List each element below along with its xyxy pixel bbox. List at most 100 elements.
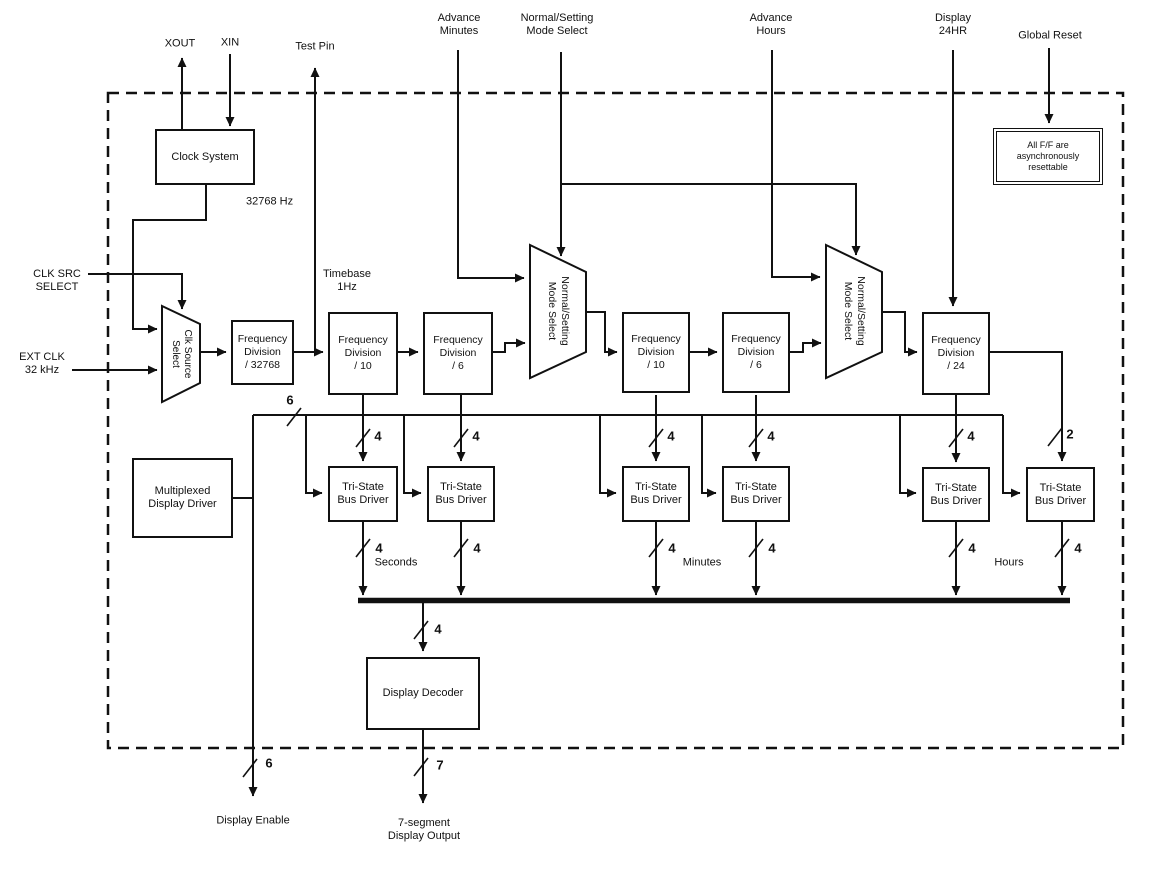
pin-global-reset: Global Reset	[1018, 29, 1082, 42]
tristate-line1: Tri-State	[342, 481, 384, 493]
signal-xtal-freq: 32768 Hz	[246, 195, 294, 208]
wire-en-ts5	[899, 415, 917, 498]
freq-div-line1: Frequency	[931, 334, 981, 346]
tristate-line2: Bus Driver	[435, 494, 487, 506]
wire-fd6s-to-mux1	[492, 338, 526, 353]
note-line3: resettable	[1028, 162, 1068, 172]
tristate-line1: Tri-State	[935, 481, 977, 494]
clk-source-mux-shape	[161, 304, 201, 404]
buswidth-4: 4	[374, 428, 382, 444]
buswidth-4: 4	[375, 540, 383, 556]
wire-xtal-clock	[132, 185, 207, 334]
divisor-32768: / 32768	[244, 359, 281, 371]
wire-mux2-to-fd24	[882, 311, 918, 357]
freq-div-line2: Division	[439, 347, 477, 359]
wire-mux1-to-fd10m	[586, 311, 618, 357]
clock-system-label: Clock System	[171, 150, 239, 163]
tristate-line2: Bus Driver	[1034, 494, 1087, 507]
wire-advance-minutes	[457, 50, 525, 283]
freq-div-line1: Frequency	[731, 333, 781, 345]
pin-xout: XOUT	[164, 37, 196, 50]
freq-div-line2: Division	[737, 346, 775, 358]
divisor-10: / 10	[354, 360, 372, 372]
mode-mux-line1: Normal/Setting	[855, 276, 867, 346]
wire-advance-hours	[771, 50, 821, 282]
divisor-10: / 10	[647, 359, 665, 371]
wires	[72, 48, 1067, 804]
tristate-line2: Bus Driver	[337, 494, 389, 506]
tristate-line2: Bus Driver	[730, 494, 782, 506]
hours-mode-mux-label: Normal/Setting Mode Select	[841, 276, 867, 345]
buswidth-4: 4	[667, 428, 675, 444]
wire-clk-src-select	[88, 273, 187, 310]
minutes-mode-mux-label: Normal/Setting Mode Select	[545, 276, 571, 345]
freq-div-6-seconds-block: Frequency Division / 6	[423, 312, 493, 395]
signal-hours: Hours	[994, 556, 1024, 569]
freq-div-line1: Frequency	[433, 334, 483, 346]
buswidth-4: 4	[768, 540, 776, 556]
tristate-driver-2: Tri-State Bus Driver	[427, 466, 495, 522]
tristate-driver-5: Tri-State Bus Driver	[922, 467, 990, 522]
mdd-line1: Multiplexed	[154, 485, 211, 497]
display-decoder-label: Display Decoder	[382, 687, 464, 699]
wire-en-ts4	[701, 415, 717, 498]
freq-div-24-hours-block: Frequency Division / 24	[922, 312, 990, 395]
divisor-6: / 6	[452, 360, 464, 372]
wire-en-ts1	[305, 415, 323, 498]
tristate-driver-6: Tri-State Bus Driver	[1026, 467, 1095, 522]
bus-width-slashes	[242, 407, 1070, 778]
mode-mux-line2: Mode Select	[842, 281, 854, 341]
mode-mux-line1: Normal/Setting	[559, 276, 571, 346]
freq-div-line1: Frequency	[237, 333, 288, 345]
wire-en-ts6	[1002, 415, 1021, 498]
multiplexed-display-driver-block: Multiplexed Display Driver	[132, 458, 233, 538]
wire-en-ts2	[403, 415, 422, 498]
signal-seconds: Seconds	[374, 556, 418, 569]
chip-boundary	[106, 91, 1125, 750]
mux-shapes	[161, 243, 883, 404]
buswidth-display-enable: 6	[265, 755, 273, 771]
divisor-24: / 24	[947, 360, 965, 372]
tristate-driver-4: Tri-State Bus Driver	[722, 466, 790, 522]
tristate-line1: Tri-State	[1039, 481, 1082, 494]
note-line2: asynchronously	[1016, 151, 1080, 161]
divisor-6: / 6	[750, 359, 762, 371]
mode-mux-line2: Mode Select	[546, 281, 558, 341]
tristate-line2: Bus Driver	[930, 494, 982, 507]
tristate-driver-3: Tri-State Bus Driver	[622, 466, 690, 522]
wire-fd6m-to-mux2	[790, 338, 822, 353]
minutes-mode-mux-shape	[529, 243, 587, 380]
tristate-line2: Bus Driver	[630, 494, 682, 506]
buswidth-2: 2	[1066, 426, 1074, 442]
freq-div-line2: Division	[637, 346, 675, 358]
display-decoder-block: Display Decoder	[366, 657, 480, 730]
buswidth-segments: 7	[436, 757, 444, 773]
freq-div-32768-block: Frequency Division / 32768	[231, 320, 294, 385]
wire-mode-select-branch	[561, 183, 861, 256]
mdd-line2: Display Driver	[148, 498, 217, 510]
freq-div-line2: Division	[937, 347, 975, 359]
buswidth-4: 4	[968, 540, 976, 556]
freq-div-line1: Frequency	[631, 333, 681, 345]
clk-source-mux-label: Clk Source Select	[169, 330, 193, 379]
tristate-line1: Tri-State	[440, 481, 482, 493]
pin-display-enable: Display Enable	[216, 814, 290, 827]
freq-div-10-seconds-block: Frequency Division / 10	[328, 312, 398, 395]
freq-div-6-minutes-block: Frequency Division / 6	[722, 312, 790, 393]
buswidth-4: 4	[668, 540, 676, 556]
buswidth-4: 4	[1074, 540, 1082, 556]
ff-reset-note: All F/F are asynchronously resettable	[993, 128, 1103, 185]
freq-div-line1: Frequency	[338, 334, 388, 346]
clock-system-block: Clock System	[155, 129, 255, 185]
buswidth-4: 4	[767, 428, 775, 444]
clk-mux-line1: Clk Source	[182, 329, 193, 379]
wire-fd24-to-ts6	[990, 351, 1067, 462]
